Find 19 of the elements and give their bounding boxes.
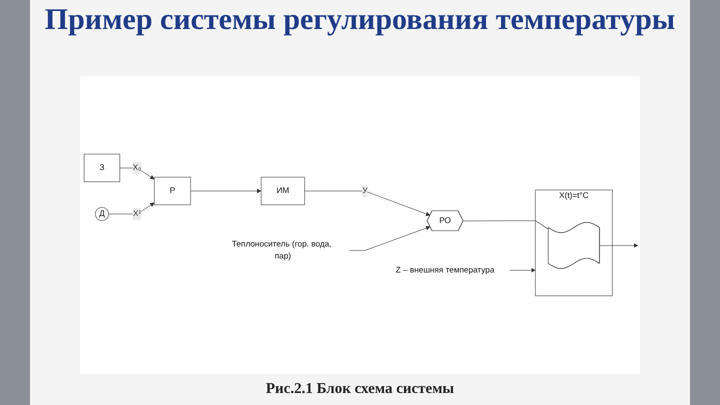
edge-label: X¹ bbox=[132, 209, 142, 218]
arrow bbox=[510, 268, 536, 272]
node-box: Р bbox=[154, 176, 191, 206]
node-text: Теплоноситель (гор. вода, пар) bbox=[232, 240, 332, 261]
edge-label: У bbox=[362, 186, 368, 196]
node-box: ИМ bbox=[260, 176, 305, 206]
arrow bbox=[108, 202, 155, 214]
node-circle: Д bbox=[95, 207, 109, 221]
node-text: Z – внешняя температура bbox=[396, 266, 494, 274]
connector bbox=[463, 220, 549, 230]
cluster: X(t)=t°C bbox=[535, 190, 613, 296]
arrow bbox=[349, 226, 430, 251]
node-box: З bbox=[84, 154, 120, 182]
arrow bbox=[190, 188, 262, 194]
slide-title: Пример системы регулирования температуры bbox=[44, 4, 676, 36]
edge-label: X₀ bbox=[132, 163, 142, 172]
figure-caption: Рис.2.1 Блок схема системы bbox=[264, 381, 456, 398]
arrow bbox=[600, 243, 638, 248]
arrow bbox=[304, 190, 430, 216]
